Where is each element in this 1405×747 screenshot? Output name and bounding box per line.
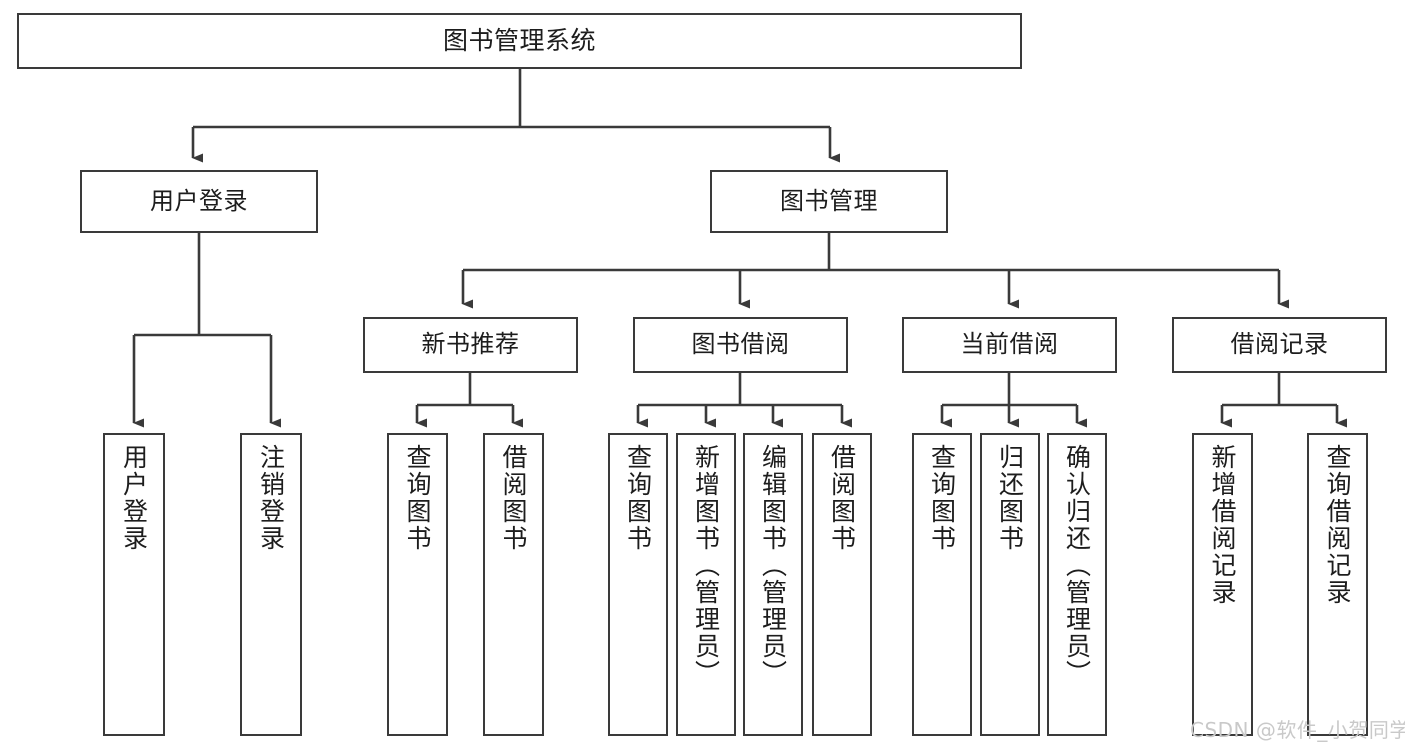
leaf-borrow-book[interactable]: 借阅图书 bbox=[812, 433, 872, 736]
node-label: 查询图书 bbox=[927, 444, 957, 552]
node-label: 用户登录 bbox=[150, 186, 248, 215]
node-borrow-record[interactable]: 借阅记录 bbox=[1172, 317, 1387, 373]
node-label: 图书管理 bbox=[780, 186, 878, 215]
node-label: 归还图书 bbox=[995, 444, 1025, 552]
leaf-user-logout[interactable]: 注销登录 bbox=[240, 433, 302, 736]
node-label: 查询图书 bbox=[623, 444, 653, 552]
node-label: 确认归还（管理员） bbox=[1062, 444, 1092, 687]
leaf-query-book-new-recommend[interactable]: 查询图书 bbox=[387, 433, 448, 736]
node-label: 借阅图书 bbox=[827, 444, 857, 552]
leaf-edit-book-admin[interactable]: 编辑图书（管理员） bbox=[743, 433, 803, 736]
node-book-borrow[interactable]: 图书借阅 bbox=[633, 317, 848, 373]
leaf-borrow-book-new-recommend[interactable]: 借阅图书 bbox=[483, 433, 544, 736]
node-label: 借阅记录 bbox=[1230, 330, 1329, 359]
csdn-watermark: CSDN @软件_小贺同学 bbox=[1190, 718, 1405, 742]
node-label: 新增图书（管理员） bbox=[691, 444, 721, 687]
leaf-confirm-return-admin[interactable]: 确认归还（管理员） bbox=[1047, 433, 1107, 736]
leaf-add-book-admin[interactable]: 新增图书（管理员） bbox=[676, 433, 736, 736]
node-book-management[interactable]: 图书管理 bbox=[710, 170, 948, 233]
node-user-login[interactable]: 用户登录 bbox=[80, 170, 318, 233]
node-label: 借阅图书 bbox=[499, 444, 528, 552]
leaf-query-book-current[interactable]: 查询图书 bbox=[912, 433, 972, 736]
leaf-query-book-borrow[interactable]: 查询图书 bbox=[608, 433, 668, 736]
leaf-user-login[interactable]: 用户登录 bbox=[103, 433, 165, 736]
leaf-query-borrow-record[interactable]: 查询借阅记录 bbox=[1307, 433, 1368, 736]
node-new-book-recommend[interactable]: 新书推荐 bbox=[363, 317, 578, 373]
node-label: 编辑图书（管理员） bbox=[758, 444, 788, 687]
node-label: 查询借阅记录 bbox=[1323, 444, 1352, 606]
leaf-return-book[interactable]: 归还图书 bbox=[980, 433, 1040, 736]
node-current-borrow[interactable]: 当前借阅 bbox=[902, 317, 1117, 373]
node-label: 查询图书 bbox=[403, 444, 432, 552]
node-label: 注销登录 bbox=[256, 444, 286, 552]
node-label: 用户登录 bbox=[119, 444, 149, 552]
node-label: 图书管理系统 bbox=[442, 25, 596, 55]
node-label: 图书借阅 bbox=[691, 330, 790, 359]
leaf-add-borrow-record[interactable]: 新增借阅记录 bbox=[1192, 433, 1253, 736]
node-label: 当前借阅 bbox=[960, 330, 1059, 359]
node-label: 新增借阅记录 bbox=[1208, 444, 1237, 606]
node-label: 新书推荐 bbox=[421, 330, 520, 359]
node-root-book-management-system[interactable]: 图书管理系统 bbox=[17, 13, 1022, 69]
